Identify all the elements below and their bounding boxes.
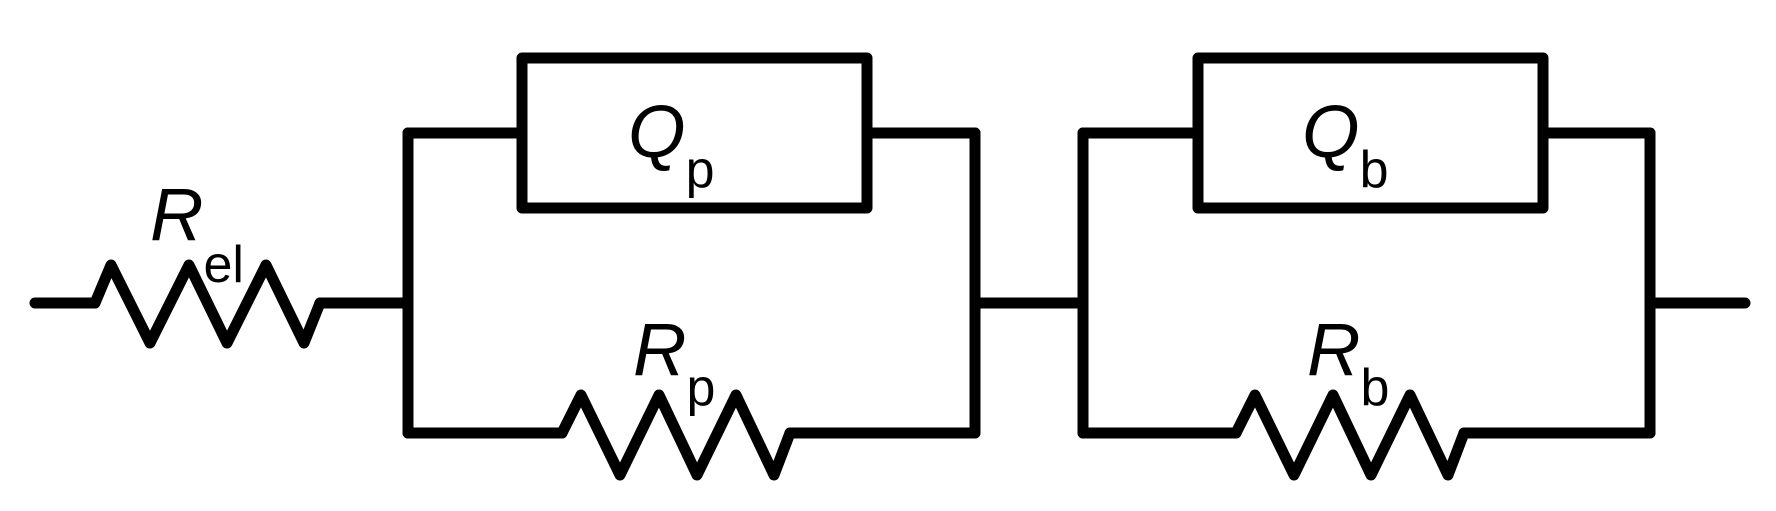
resistor-r-b-zigzag <box>1230 389 1470 481</box>
label-r-b-symbol: R <box>1307 308 1360 391</box>
resistor-r-el-zigzag <box>89 259 326 349</box>
label-q-b-subscript: b <box>1360 141 1389 199</box>
label-q-p-subscript: p <box>686 141 715 199</box>
label-r-p-subscript: p <box>686 359 715 417</box>
label-r-el-subscript: el <box>203 236 243 294</box>
label-r-el-symbol: R <box>150 173 203 256</box>
label-q-b: Qb <box>1302 90 1388 199</box>
label-r-p-symbol: R <box>633 308 686 391</box>
label-r-el: Rel <box>150 173 244 294</box>
label-q-b-symbol: Q <box>1302 90 1360 173</box>
resistor-r-p-zigzag <box>556 389 796 481</box>
label-r-p: Rp <box>633 308 715 417</box>
label-q-p-symbol: Q <box>628 90 686 173</box>
label-q-p: Qp <box>628 90 714 199</box>
label-r-b-subscript: b <box>1360 359 1389 417</box>
label-r-b: Rb <box>1307 308 1389 417</box>
